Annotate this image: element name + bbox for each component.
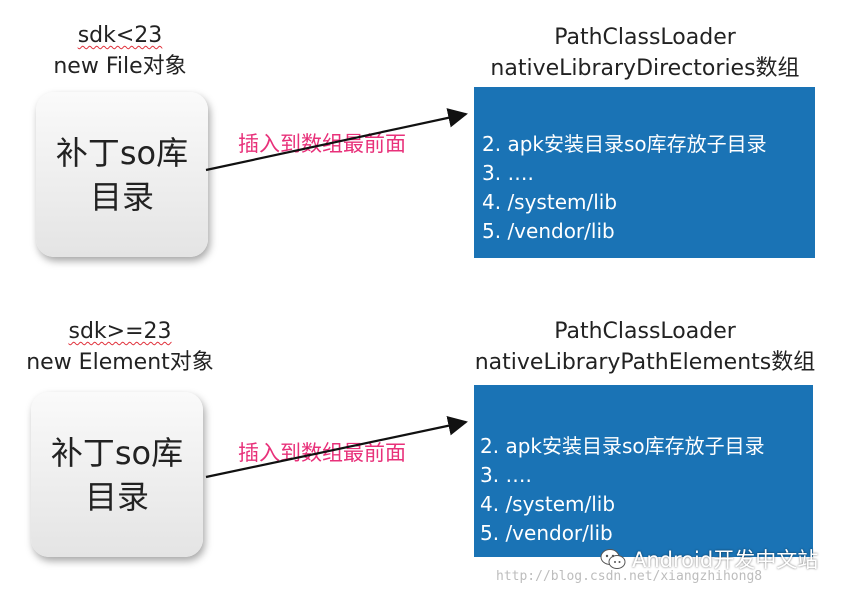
bottom-patch-so-directory-box: 补丁so库 目录 (31, 392, 203, 557)
top-left-caption: sdk<23 new File对象 (10, 20, 230, 82)
object-type-label: new File对象 (53, 54, 187, 79)
list-item: 4. /system/lib (480, 492, 616, 516)
array-name-label: nativeLibraryDirectories数组 (490, 56, 800, 81)
list-item: 3. …. (482, 161, 534, 185)
top-directory-list: 2. apk安装目录so库存放子目录 3. …. 4. /system/lib … (474, 87, 815, 246)
brand-text: Android开发中文站 (632, 548, 819, 572)
array-name-label: nativeLibraryPathElements数组 (474, 350, 816, 375)
list-item: 5. /vendor/lib (482, 219, 615, 243)
list-item: 4. /system/lib (482, 190, 618, 214)
bottom-right-caption: PathClassLoader nativeLibraryPathElement… (450, 316, 840, 378)
bottom-directory-list: 2. apk安装目录so库存放子目录 3. …. 4. /system/lib … (474, 385, 813, 548)
top-right-caption: PathClassLoader nativeLibraryDirectories… (455, 22, 835, 84)
patch-box-line2: 目录 (89, 177, 154, 216)
bottom-left-caption: sdk>=23 new Element对象 (5, 316, 235, 378)
wechat-icon (600, 549, 626, 569)
bottom-library-path-elements-box: 2. apk安装目录so库存放子目录 3. …. 4. /system/lib … (474, 385, 813, 557)
list-item: 3. …. (480, 463, 532, 487)
list-item: 2. apk安装目录so库存放子目录 (482, 132, 767, 156)
top-insert-arrow (205, 108, 468, 172)
patch-box-line1: 补丁so库 (55, 133, 189, 172)
source-watermark: http://blog.csdn.net/xiangzhihong8 (496, 569, 763, 584)
sdk-condition-label: sdk<23 (77, 23, 163, 48)
sdk-condition-label: sdk>=23 (68, 319, 172, 344)
top-library-directories-box: 2. apk安装目录so库存放子目录 3. …. 4. /system/lib … (474, 87, 815, 258)
brand-label: Android开发中文站 (600, 544, 818, 574)
patch-box-line1: 补丁so库 (50, 433, 184, 472)
loader-name-label: PathClassLoader (554, 25, 736, 50)
list-item: 2. apk安装目录so库存放子目录 (480, 434, 765, 458)
list-item: 5. /vendor/lib (480, 521, 613, 545)
bottom-insert-arrow (205, 416, 468, 479)
object-type-label: new Element对象 (26, 350, 214, 375)
top-patch-so-directory-box: 补丁so库 目录 (36, 92, 208, 257)
patch-box-line2: 目录 (84, 477, 149, 516)
loader-name-label: PathClassLoader (554, 319, 736, 344)
